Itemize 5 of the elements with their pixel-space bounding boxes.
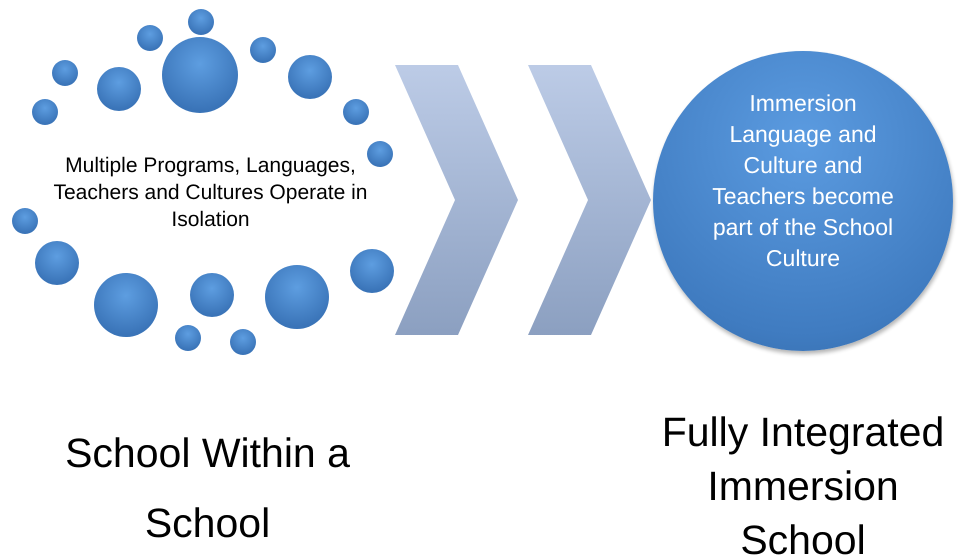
- node-text: Multiple Programs, Languages, Teachers and Cultures Operate in Isolation: [52, 153, 368, 233]
- caption-text: Fully Integrated Immersion School: [660, 408, 946, 558]
- node-text: Immersion Language and Culture and Teachers become part of the School Culture: [711, 89, 895, 273]
- caption-text: School Within a School: [64, 429, 351, 548]
- chevron-arrow: [395, 65, 651, 335]
